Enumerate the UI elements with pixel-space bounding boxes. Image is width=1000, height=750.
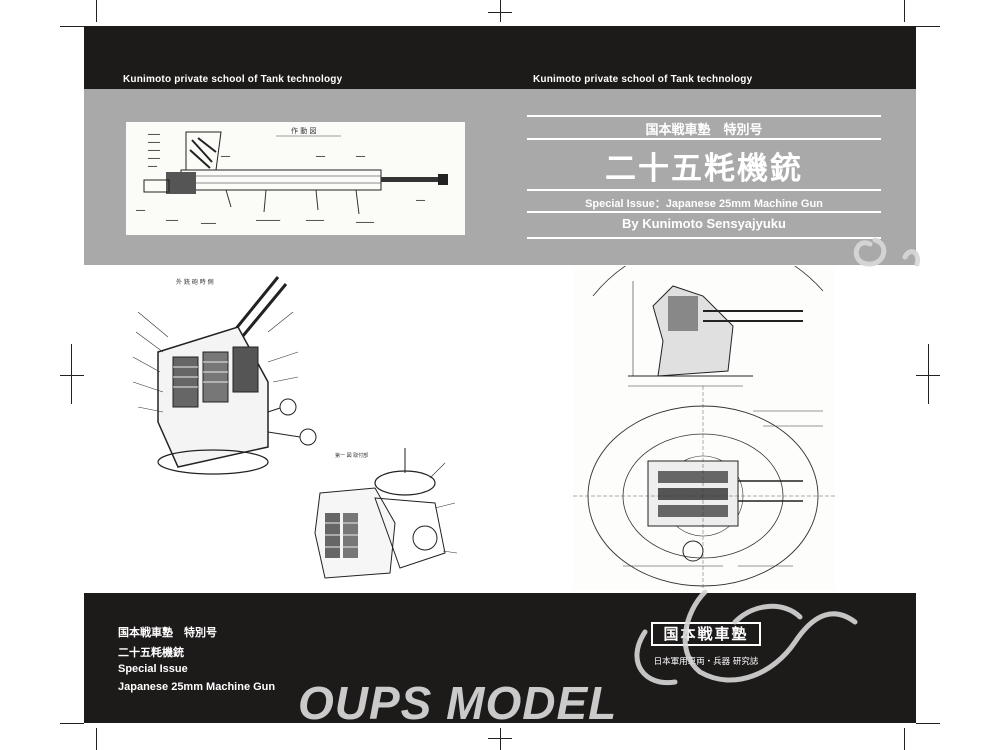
seal-subtext: 日本軍用車両・兵器 研究誌 — [653, 657, 759, 667]
svg-text:━━━━: ━━━━ — [147, 132, 161, 138]
title-rule — [527, 211, 881, 213]
crop-mark — [488, 12, 512, 13]
crop-mark — [500, 728, 501, 750]
svg-text:━━━: ━━━ — [147, 164, 158, 170]
footer-title: 二十五粍機銃 — [118, 647, 184, 659]
series-label: 国本戦車塾 特別号 — [645, 123, 763, 138]
svg-text:━━━: ━━━ — [220, 154, 231, 160]
crop-mark — [96, 0, 97, 22]
plan-elevation-art — [573, 239, 835, 590]
main-title: 二十五粍機銃 — [605, 151, 803, 187]
footer-special-issue: Special Issue — [118, 663, 188, 675]
watermark-text: OUPS MODEL — [298, 677, 618, 729]
svg-text:━━━━━━━━: ━━━━━━━━ — [255, 218, 281, 224]
crop-mark — [916, 26, 940, 27]
operation-diagram-caption: 作 動 図 — [291, 126, 316, 135]
svg-text:━━━: ━━━ — [355, 154, 366, 160]
crop-mark — [488, 738, 512, 739]
crop-mark — [928, 344, 929, 404]
footer-series: 国本戦車塾 特別号 — [118, 627, 217, 639]
plan-elevation-drawing — [573, 239, 835, 590]
gun-mount-art: 外 銃 砲 時 側 — [132, 276, 317, 475]
svg-text:━━━━━: ━━━━━ — [200, 221, 217, 227]
crop-mark — [71, 344, 72, 404]
title-rule — [527, 138, 881, 140]
crop-mark — [60, 26, 84, 27]
crop-mark — [904, 0, 905, 22]
svg-text:━━━: ━━━ — [135, 208, 146, 214]
operation-diagram-art: 作 動 図 ━━━━━━━━━━━━ ━━━━━━━ ━━━━━━━━━ ━━━… — [135, 126, 448, 227]
author: By Kunimoto Sensyajyuku — [622, 216, 786, 231]
crop-mark — [60, 723, 84, 724]
crop-mark — [500, 0, 501, 22]
svg-text:━━━━━━: ━━━━━━ — [305, 218, 325, 224]
footer-band — [84, 593, 916, 723]
crop-mark — [60, 375, 84, 376]
footer-subject: Japanese 25mm Machine Gun — [118, 681, 276, 693]
operation-diagram: 作 動 図 ━━━━━━━━━━━━ ━━━━━━━ ━━━━━━━━━ ━━━… — [126, 122, 465, 235]
subtitle: Special Issue：Japanese 25mm Machine Gun — [585, 198, 823, 210]
svg-text:━━━━: ━━━━ — [147, 156, 161, 162]
svg-text:━━━: ━━━ — [415, 198, 426, 204]
watermark-logo-icon — [634, 237, 921, 686]
gun-mount-caption: 外 銃 砲 時 側 — [176, 278, 214, 286]
gun-mount-illustration: 外 銃 砲 時 側 — [118, 272, 318, 484]
title-rule — [527, 115, 881, 117]
mount-detail-caption: 第一 図 取付部 — [335, 452, 368, 459]
svg-text:━━━: ━━━ — [315, 154, 326, 160]
svg-text:━━━━━━: ━━━━━━ — [355, 220, 375, 226]
svg-text:━━━━: ━━━━ — [165, 218, 179, 224]
crop-mark — [916, 723, 940, 724]
header-label-left: Kunimoto private school of Tank technolo… — [123, 74, 343, 85]
title-rule — [527, 237, 881, 239]
title-rule — [527, 189, 881, 191]
header-band — [84, 26, 916, 89]
mount-detail-illustration: 第一 図 取付部 — [305, 443, 470, 585]
svg-text:━━━━: ━━━━ — [147, 140, 161, 146]
crop-mark — [96, 728, 97, 750]
svg-text:━━━━: ━━━━ — [147, 148, 161, 154]
header-label-right: Kunimoto private school of Tank technolo… — [533, 74, 753, 85]
mount-detail-art: 第一 図 取付部 — [314, 448, 458, 579]
crop-mark — [904, 728, 905, 750]
